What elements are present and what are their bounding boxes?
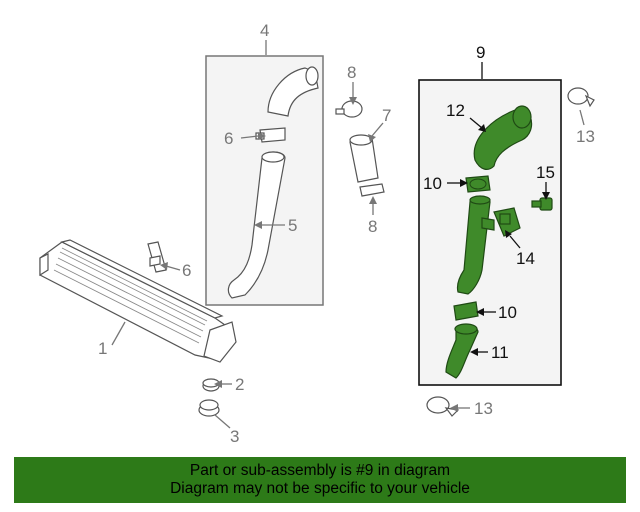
banner-line-2: Diagram may not be specific to your vehi… bbox=[170, 480, 470, 497]
upper-hose-part-12[interactable] bbox=[473, 105, 533, 170]
callout-7: 7 bbox=[382, 106, 391, 125]
banner-line-1: Part or sub-assembly is #9 in diagram bbox=[189, 462, 451, 479]
clamp-part-8-lower[interactable] bbox=[359, 183, 385, 197]
callout-2: 2 bbox=[235, 375, 244, 394]
clamp-part-10-upper[interactable] bbox=[465, 175, 491, 193]
callout-6-lower: 6 bbox=[182, 261, 191, 280]
callout-6-upper: 6 bbox=[224, 129, 233, 148]
callout-13-lower: 13 bbox=[474, 399, 493, 418]
bushing-part-3[interactable] bbox=[198, 399, 220, 417]
sleeve-part-7[interactable] bbox=[349, 134, 379, 183]
callout-13-upper: 13 bbox=[576, 127, 595, 146]
info-banner: Part or sub-assembly is #9 in diagram Di… bbox=[14, 457, 626, 503]
upper-hose-part[interactable] bbox=[267, 66, 319, 117]
callout-5: 5 bbox=[288, 216, 297, 235]
sensor-part-14[interactable] bbox=[493, 207, 521, 237]
callout-15: 15 bbox=[536, 163, 555, 182]
pipe-part-9[interactable] bbox=[456, 195, 495, 295]
callout-3: 3 bbox=[230, 427, 239, 446]
lower-hose-part-11[interactable] bbox=[445, 323, 479, 379]
callout-1: 1 bbox=[98, 339, 107, 358]
callout-9: 9 bbox=[476, 43, 485, 62]
clamp-part-13-upper[interactable] bbox=[567, 87, 595, 108]
grommet-part-2[interactable] bbox=[202, 378, 220, 392]
intercooler-part[interactable] bbox=[39, 239, 237, 363]
callout-10-lower: 10 bbox=[498, 303, 517, 322]
callout-12: 12 bbox=[446, 101, 465, 120]
bracket-part-6[interactable] bbox=[147, 241, 167, 273]
callout-14: 14 bbox=[516, 249, 535, 268]
callout-10-upper: 10 bbox=[423, 174, 442, 193]
callout-11: 11 bbox=[491, 343, 509, 362]
callout-8-lower: 8 bbox=[368, 217, 377, 236]
callout-4: 4 bbox=[260, 21, 269, 40]
callout-8-upper: 8 bbox=[347, 63, 356, 82]
clamp-part-8-upper[interactable] bbox=[335, 100, 363, 118]
clamp-part-10-lower[interactable] bbox=[453, 301, 479, 321]
